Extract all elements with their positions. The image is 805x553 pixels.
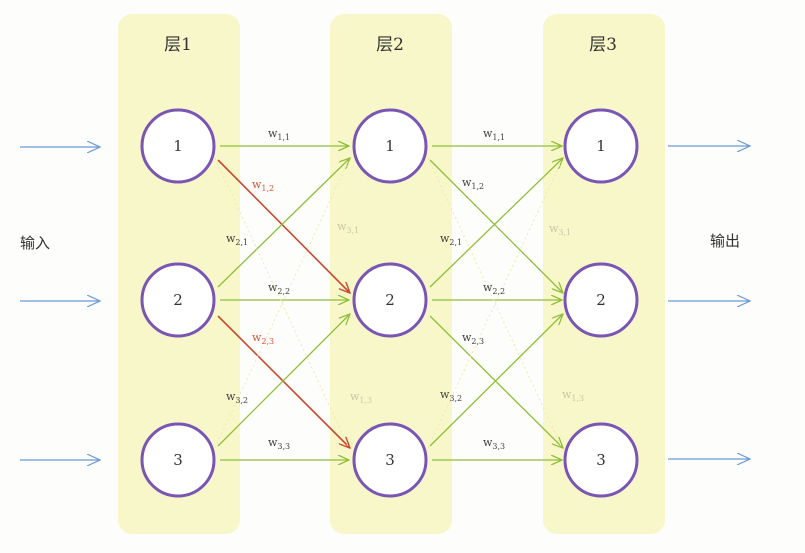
node-label-l3-3: 3 bbox=[596, 451, 606, 469]
edge-l2-2-to-l3-1 bbox=[429, 158, 563, 288]
edge-l1-3-to-l2-2 bbox=[217, 314, 350, 447]
node-l3-1 bbox=[563, 108, 639, 184]
weight-label-l2-w13: w1,3 bbox=[562, 388, 584, 403]
node-l1-1 bbox=[140, 108, 216, 184]
node-label-l2-3: 3 bbox=[385, 451, 395, 469]
node-l3-3 bbox=[563, 422, 639, 498]
output-label: 输出 bbox=[710, 232, 740, 250]
input-label: 输入 bbox=[20, 234, 50, 252]
node-label-l1-2: 2 bbox=[173, 291, 183, 309]
edge-l1-2-to-l2-1 bbox=[217, 158, 350, 288]
weight-label-l2-w22: w2,2 bbox=[483, 281, 505, 296]
node-l2-1 bbox=[352, 108, 428, 184]
weight-label-l1-w33: w3,3 bbox=[268, 436, 290, 451]
layer-title-1: 层1 bbox=[164, 35, 192, 55]
weight-label-l2-w23: w2,3 bbox=[462, 331, 484, 346]
node-label-l2-2: 2 bbox=[385, 291, 395, 309]
weight-label-l2-w21: w2,1 bbox=[440, 232, 462, 247]
edge-l1-2-to-l2-3 bbox=[217, 315, 350, 448]
layer-title-2: 层2 bbox=[376, 35, 404, 55]
node-label-l3-2: 2 bbox=[596, 291, 606, 309]
weight-label-l2-w12: w1,2 bbox=[462, 176, 484, 191]
node-l1-2 bbox=[140, 262, 216, 338]
weight-label-l2-w31: w3,1 bbox=[549, 222, 571, 237]
weight-label-l2-w32: w3,2 bbox=[440, 388, 462, 403]
weight-label-l1-w23: w2,3 bbox=[252, 331, 274, 346]
edges-layer2-to-layer3 bbox=[427, 146, 563, 460]
node-label-l1-3: 3 bbox=[173, 451, 183, 469]
edge-l2-3-to-l3-2 bbox=[429, 314, 563, 447]
node-l2-2 bbox=[352, 262, 428, 338]
weight-label-l1-w12: w1,2 bbox=[252, 178, 274, 193]
node-label-l2-1: 1 bbox=[385, 137, 395, 155]
weight-label-l1-w22: w2,2 bbox=[268, 281, 290, 296]
node-l1-3 bbox=[140, 422, 216, 498]
edge-l1-1-to-l2-2 bbox=[217, 159, 350, 293]
weight-label-l2-w33: w3,3 bbox=[483, 436, 505, 451]
weight-label-l2-w11: w1,1 bbox=[483, 127, 505, 142]
weight-label-l1-w32: w3,2 bbox=[226, 390, 248, 405]
layer-title-3: 层3 bbox=[589, 35, 617, 55]
layer2-nodes: 1 2 3 bbox=[352, 108, 428, 498]
layer3-nodes: 1 2 3 bbox=[563, 108, 639, 498]
node-l3-2 bbox=[563, 262, 639, 338]
edge-l2-1-to-l3-2 bbox=[429, 159, 563, 293]
weight-label-l1-w13: w1,3 bbox=[350, 390, 372, 405]
edge-l2-2-to-l3-3 bbox=[429, 315, 563, 448]
node-label-l1-1: 1 bbox=[173, 137, 183, 155]
weight-label-l1-w21: w2,1 bbox=[226, 232, 248, 247]
layer1-nodes: 1 2 3 bbox=[140, 108, 216, 498]
edges-layer1-to-layer2 bbox=[214, 146, 350, 460]
weight-label-l1-w11: w1,1 bbox=[268, 127, 290, 142]
weight-label-l1-w31: w3,1 bbox=[337, 220, 359, 235]
node-l2-3 bbox=[352, 422, 428, 498]
node-label-l3-1: 1 bbox=[596, 137, 606, 155]
